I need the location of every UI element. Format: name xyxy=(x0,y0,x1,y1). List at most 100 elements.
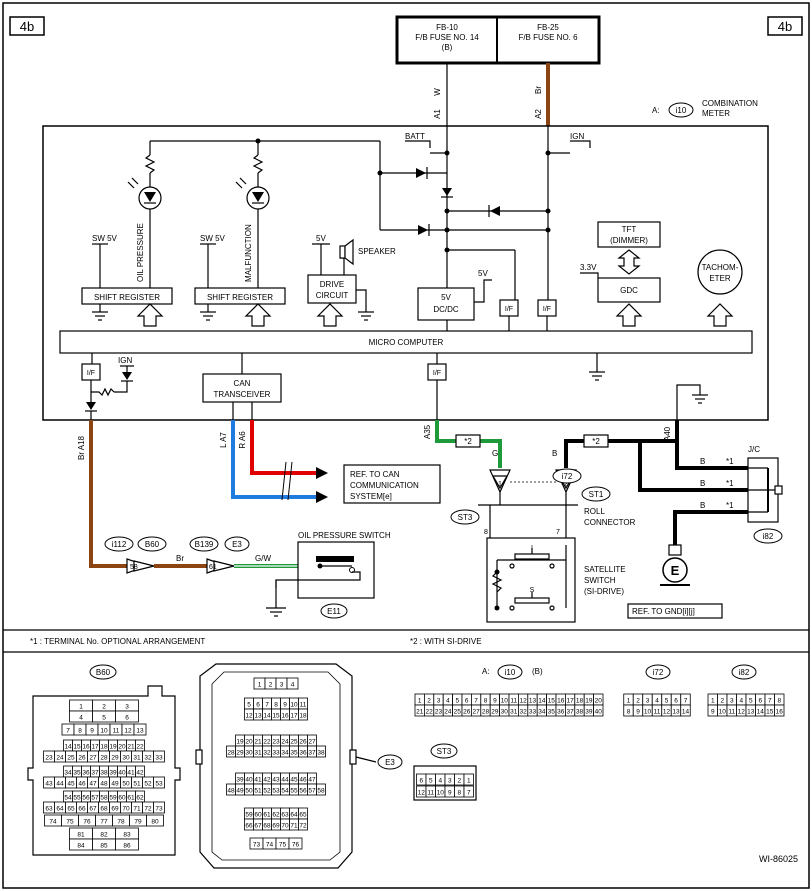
svg-text:3.3V: 3.3V xyxy=(580,263,597,272)
e3-pin: 38 xyxy=(317,750,325,757)
b60-pin: 7 xyxy=(66,728,70,735)
st3-pin: 2 xyxy=(457,778,461,785)
svg-text:SHIFT REGISTER: SHIFT REGISTER xyxy=(94,293,160,302)
i72-pin-cell xyxy=(680,704,691,717)
i10-pin-cell xyxy=(593,704,604,717)
i10-pin: 8 xyxy=(484,698,488,705)
b60-pin: 19 xyxy=(109,744,117,751)
e3-pin: 21 xyxy=(254,739,262,746)
speaker-icon xyxy=(339,238,354,266)
b60-pin: 69 xyxy=(111,806,119,813)
i10-pin: 10 xyxy=(501,698,509,705)
i10-pin: 27 xyxy=(472,709,480,716)
i82-pin: 10 xyxy=(719,709,727,716)
e3-pin: 76 xyxy=(292,842,300,849)
svg-text:SATELLITE: SATELLITE xyxy=(584,565,626,574)
st3-pin: 4 xyxy=(438,778,442,785)
b60-pin: 54 xyxy=(64,795,72,802)
b60-pin: 47 xyxy=(89,781,97,788)
e3-pin: 5 xyxy=(247,702,251,709)
e3-pin: 45 xyxy=(290,777,298,784)
st3-pin: 6 xyxy=(419,778,423,785)
b60-pin: 81 xyxy=(77,832,85,839)
b60-pin: 34 xyxy=(64,770,72,777)
b60-pin: 33 xyxy=(155,755,163,762)
b60-pin: 56 xyxy=(82,795,90,802)
e3-pin-cell xyxy=(316,745,326,758)
shift-register-2: SHIFT REGISTER xyxy=(194,287,286,327)
b60-pin: 38 xyxy=(100,770,108,777)
svg-text:ST3: ST3 xyxy=(458,513,473,522)
e3-pin: 35 xyxy=(290,750,298,757)
pin-label-a7: L A7 xyxy=(219,432,228,448)
i10-pin: 12 xyxy=(519,698,527,705)
i10-pin: 4 xyxy=(446,698,450,705)
i10-pin: 24 xyxy=(444,709,452,716)
fuse-14-suffix: (B) xyxy=(442,43,453,52)
svg-text:2: 2 xyxy=(564,481,568,488)
svg-text:I/F: I/F xyxy=(87,370,95,377)
e3-pin: 12 xyxy=(245,713,253,720)
i72-pin: 5 xyxy=(665,698,669,705)
svg-text:B60: B60 xyxy=(96,668,111,677)
pin-label-a6: R A6 xyxy=(238,431,247,449)
svg-text:S: S xyxy=(530,587,535,594)
b60-pin: 6 xyxy=(125,715,129,722)
svg-text:SHIFT REGISTER: SHIFT REGISTER xyxy=(207,293,273,302)
svg-text:TACHOM-: TACHOM- xyxy=(702,263,739,272)
pin-label-a40: A40 xyxy=(663,426,672,441)
e3-pin: 7 xyxy=(265,702,269,709)
b60-pin-cell xyxy=(133,723,147,736)
svg-text:COMBINATION: COMBINATION xyxy=(702,99,758,108)
e3-pin: 14 xyxy=(263,713,271,720)
b60-pin: 52 xyxy=(144,781,152,788)
e3-pin: 58 xyxy=(317,788,325,795)
b60-pin: 63 xyxy=(45,806,53,813)
b60-pin: 16 xyxy=(82,744,90,751)
b60-pin: 20 xyxy=(118,744,126,751)
e3-pin: 18 xyxy=(299,713,307,720)
diode-3 xyxy=(488,205,500,217)
st3-pin: 3 xyxy=(448,778,452,785)
e3-pin: 50 xyxy=(245,788,253,795)
svg-text:CIRCUIT: CIRCUIT xyxy=(316,291,349,300)
e3-pin: 27 xyxy=(308,739,316,746)
e3-pin: 70 xyxy=(281,823,289,830)
i10-pin: 40 xyxy=(595,709,603,716)
b60-pin: 86 xyxy=(123,843,131,850)
i10-pin: 35 xyxy=(548,709,556,716)
b60-pin: 76 xyxy=(83,819,91,826)
b60-pin: 46 xyxy=(78,781,86,788)
b60-pin: 48 xyxy=(100,781,108,788)
b60-pin: 79 xyxy=(134,819,142,826)
i10-pin: 32 xyxy=(519,709,527,716)
b60-pin-cell xyxy=(115,838,139,851)
e3-pin-cell xyxy=(298,708,308,721)
e3-pin: 54 xyxy=(281,788,289,795)
e3-pin: 75 xyxy=(279,842,287,849)
b60-pin-cell xyxy=(146,814,164,827)
b60-pin: 65 xyxy=(67,806,75,813)
e3-pin: 29 xyxy=(236,750,244,757)
svg-text:B: B xyxy=(700,479,705,488)
i82-pin: 9 xyxy=(711,709,715,716)
roll-connector: 1 2 i72 ST1 ST3 ROLL CONNECTOR 8 7 xyxy=(450,468,636,538)
e3-pin: 65 xyxy=(299,812,307,819)
page-tag-right: 4b xyxy=(767,16,803,36)
b60-pin: 41 xyxy=(127,770,135,777)
fuse-14-name: F/B FUSE NO. 14 xyxy=(415,33,479,42)
i10-pin: 14 xyxy=(538,698,546,705)
sw5v-label-1: SW 5V xyxy=(92,234,118,243)
i10-pin: 2 xyxy=(427,698,431,705)
e3-pin: 56 xyxy=(299,788,307,795)
e3-pin: 64 xyxy=(290,812,298,819)
e3-pin: 71 xyxy=(290,823,298,830)
e3-pin: 24 xyxy=(281,739,289,746)
svg-text:E11: E11 xyxy=(327,607,341,616)
svg-text:1: 1 xyxy=(498,481,502,488)
b60-pin: 28 xyxy=(100,755,108,762)
i72-pin: 7 xyxy=(684,698,688,705)
e3-pin: 13 xyxy=(254,713,262,720)
i82-pin: 1 xyxy=(711,698,715,705)
oil-pressure-label: OIL PRESSURE xyxy=(136,223,145,282)
